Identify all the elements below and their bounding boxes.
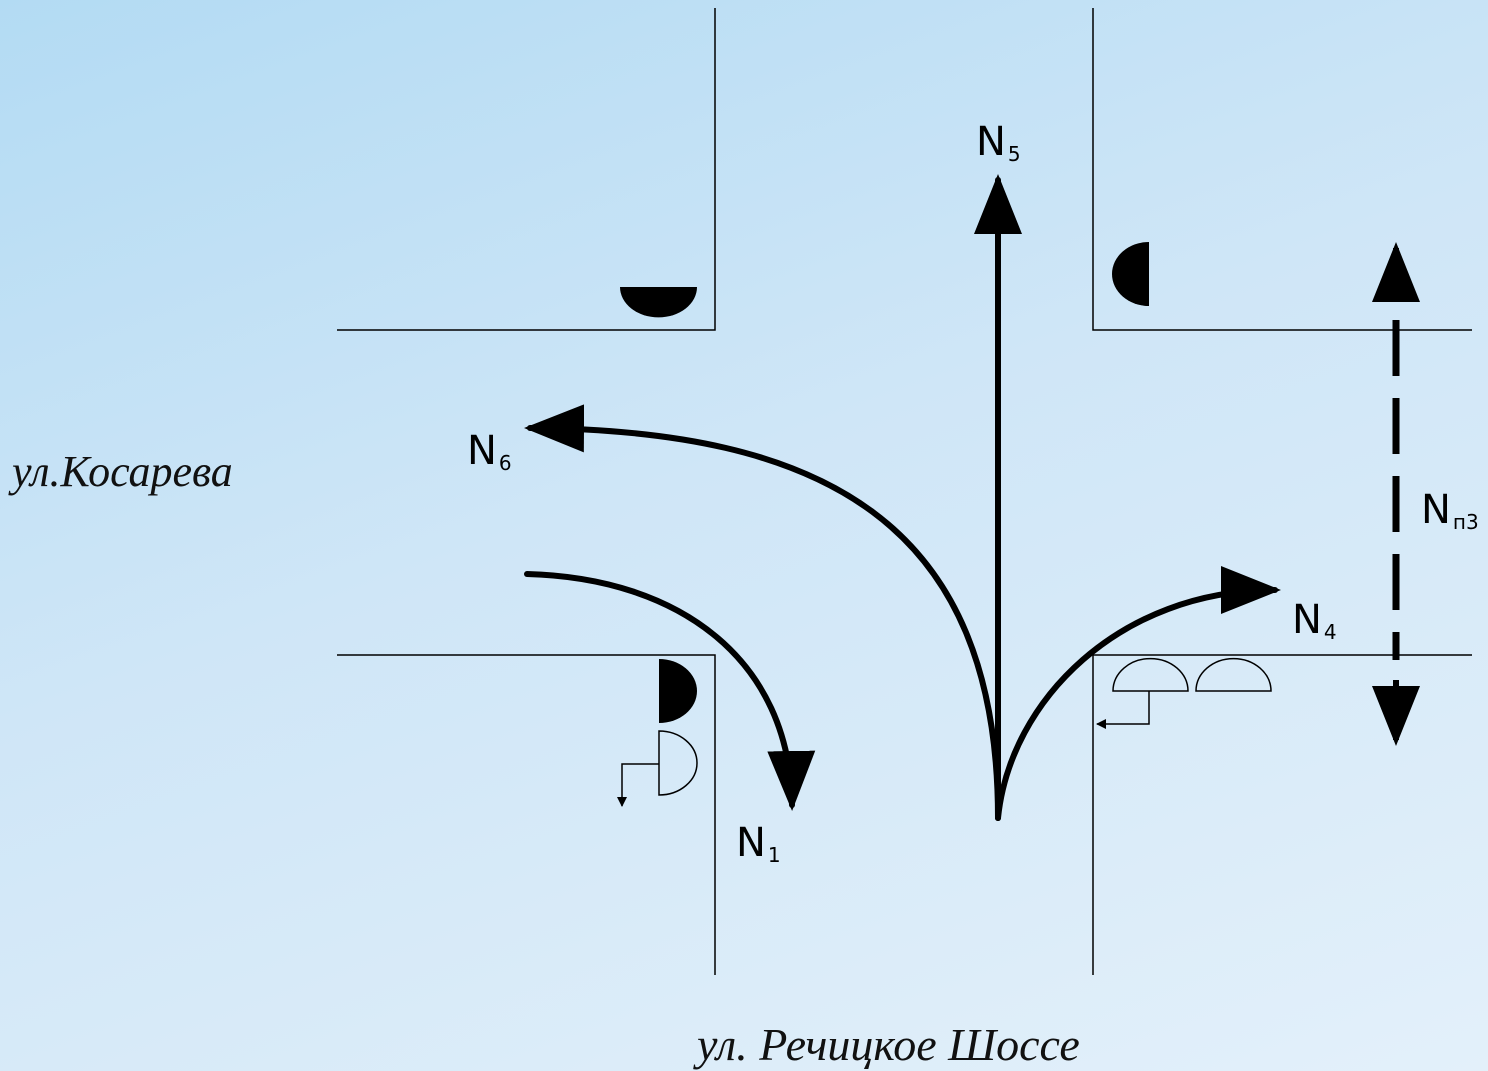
flow-label-main: N bbox=[736, 820, 766, 866]
flow-label-sub: 1 bbox=[767, 843, 781, 867]
flow-label-main: N bbox=[976, 119, 1006, 165]
flow-label-sub: 5 bbox=[1007, 142, 1021, 166]
flow-n1-arrow bbox=[524, 571, 816, 811]
traffic-lights-active bbox=[620, 242, 1149, 723]
flow-label-sub: 4 bbox=[1323, 620, 1337, 644]
traffic-light-icon bbox=[659, 659, 697, 723]
road-edges bbox=[337, 8, 1472, 975]
traffic-lights-additional bbox=[617, 657, 1272, 807]
flow-label-sub: 6 bbox=[498, 451, 512, 475]
curb-bottom-left bbox=[337, 654, 716, 975]
traffic-light-icon bbox=[620, 287, 697, 318]
turn-arrow-icon bbox=[617, 763, 659, 807]
turn-arrow-icon bbox=[1096, 691, 1150, 729]
curb-top-right bbox=[1092, 8, 1472, 331]
flow-label-main: N bbox=[467, 428, 497, 474]
curb-bottom-right bbox=[1092, 654, 1472, 975]
traffic-light-outline-icon bbox=[658, 730, 698, 796]
flow-label-main: N bbox=[1292, 597, 1322, 643]
flow-label-main: N bbox=[1421, 487, 1451, 533]
street-name-kosareva: ул.Косарева bbox=[12, 447, 233, 496]
flow-label-sub: п3 bbox=[1452, 510, 1479, 534]
curb-top-left bbox=[337, 8, 716, 331]
traffic-light-icon bbox=[1112, 242, 1149, 306]
flow-n6-arrow bbox=[524, 404, 1001, 821]
street-name-rechitskoe: ул. Речицкое Шоссе bbox=[697, 1019, 1080, 1070]
traffic-light-outline-icon bbox=[1112, 657, 1189, 692]
traffic-flows bbox=[524, 174, 1420, 821]
flow-n4-arrow bbox=[995, 566, 1281, 821]
traffic-light-outline-icon bbox=[1195, 657, 1272, 692]
